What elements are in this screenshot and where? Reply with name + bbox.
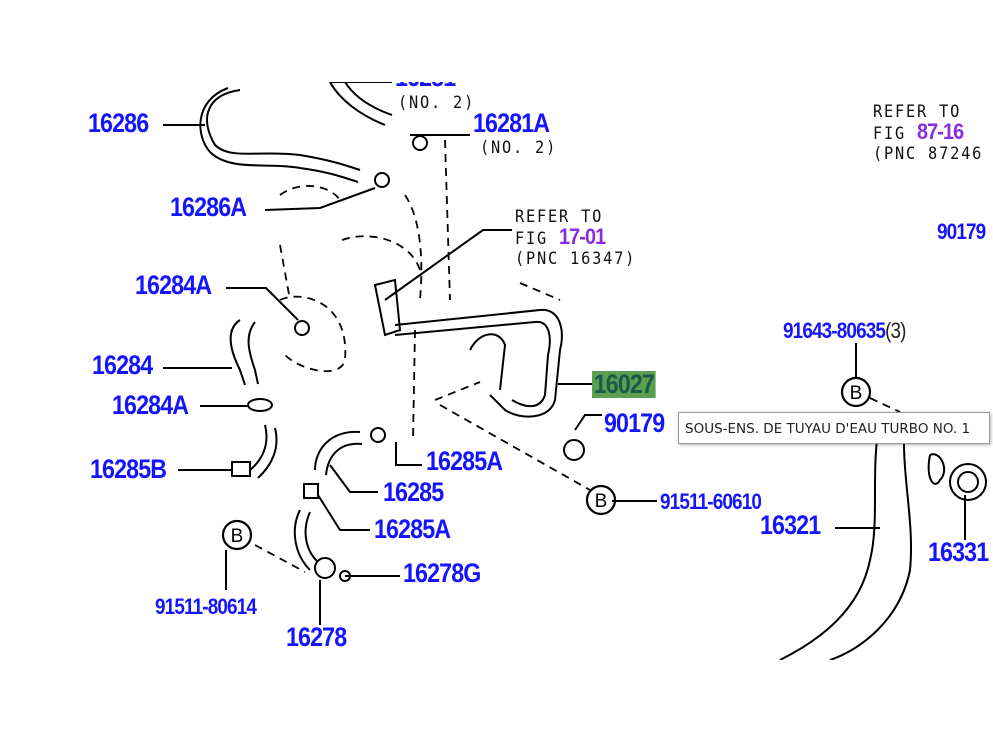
bolt-marker-letter: B <box>595 491 608 512</box>
pnc-line: (PNC 16347) <box>515 249 637 269</box>
bolt-marker-letter: B <box>850 383 863 404</box>
bolt-marker-2 <box>585 484 617 516</box>
part-90179[interactable]: 90179 <box>604 408 665 438</box>
fig-prefix: FIG <box>515 229 560 249</box>
parts-diagram: B B B 16281 (NO. 2) 16286 16281A (NO. 2)… <box>0 82 993 660</box>
part-16284A-lower[interactable]: 16284A <box>112 390 189 420</box>
refer-note-17-01: REFER TO FIG 17-01 (PNC 16347) <box>515 207 636 269</box>
part-91511-80614[interactable]: 91511-80614 <box>155 594 257 619</box>
part-16284A[interactable]: 16284A <box>135 270 212 300</box>
fig-link-87-16[interactable]: 87-16 <box>917 119 964 144</box>
refer-line: REFER TO <box>873 102 962 122</box>
part-16285A-lower[interactable]: 16285A <box>374 514 451 544</box>
part-16285[interactable]: 16285 <box>383 477 444 507</box>
part-16278[interactable]: 16278 <box>286 622 347 652</box>
bolt-marker-1 <box>221 519 253 551</box>
part-91511-60610[interactable]: 91511-60610 <box>660 489 762 514</box>
clamps <box>231 135 585 582</box>
bolt-marker-3 <box>840 376 872 408</box>
part-16284[interactable]: 16284 <box>92 350 153 380</box>
part-16286[interactable]: 16286 <box>88 108 149 138</box>
part-16027-highlighted[interactable]: 16027 <box>592 369 656 399</box>
turbo-housing <box>254 139 901 573</box>
part-tooltip: SOUS-ENS. DE TUYAU D'EAU TURBO NO. 1 <box>678 412 990 444</box>
part-16281A[interactable]: 16281A <box>473 108 550 138</box>
part-91643-80635[interactable]: 91643-80635(3) <box>783 319 906 343</box>
part-16281[interactable]: 16281 <box>395 82 456 91</box>
fig-prefix: FIG <box>873 124 918 144</box>
diagram-artwork: B B B <box>163 82 987 660</box>
part-number[interactable]: 91643-80635 <box>783 318 886 343</box>
note-no2: (NO. 2) <box>398 93 476 113</box>
part-90179-right[interactable]: 90179 <box>937 219 986 244</box>
part-16321[interactable]: 16321 <box>760 510 821 540</box>
part-16285A[interactable]: 16285A <box>426 446 503 476</box>
part-16286A[interactable]: 16286A <box>170 192 247 222</box>
leader-lines <box>163 82 966 625</box>
hose-shapes <box>199 82 987 660</box>
note-no2: (NO. 2) <box>480 138 558 158</box>
part-16331[interactable]: 16331 <box>928 537 989 567</box>
pnc-line: (PNC 87246 <box>873 144 984 164</box>
bolt-marker-letters: B B B <box>231 383 863 547</box>
refer-line: REFER TO <box>515 207 604 227</box>
part-16285B[interactable]: 16285B <box>90 454 167 484</box>
quantity: (3) <box>885 318 906 343</box>
bolt-markers <box>221 376 872 551</box>
bolt-marker-letter: B <box>231 526 244 547</box>
refer-note-87-16: REFER TO FIG 87-16 (PNC 87246 <box>873 102 983 164</box>
part-16278G[interactable]: 16278G <box>403 558 481 588</box>
fig-link-17-01[interactable]: 17-01 <box>559 224 606 249</box>
